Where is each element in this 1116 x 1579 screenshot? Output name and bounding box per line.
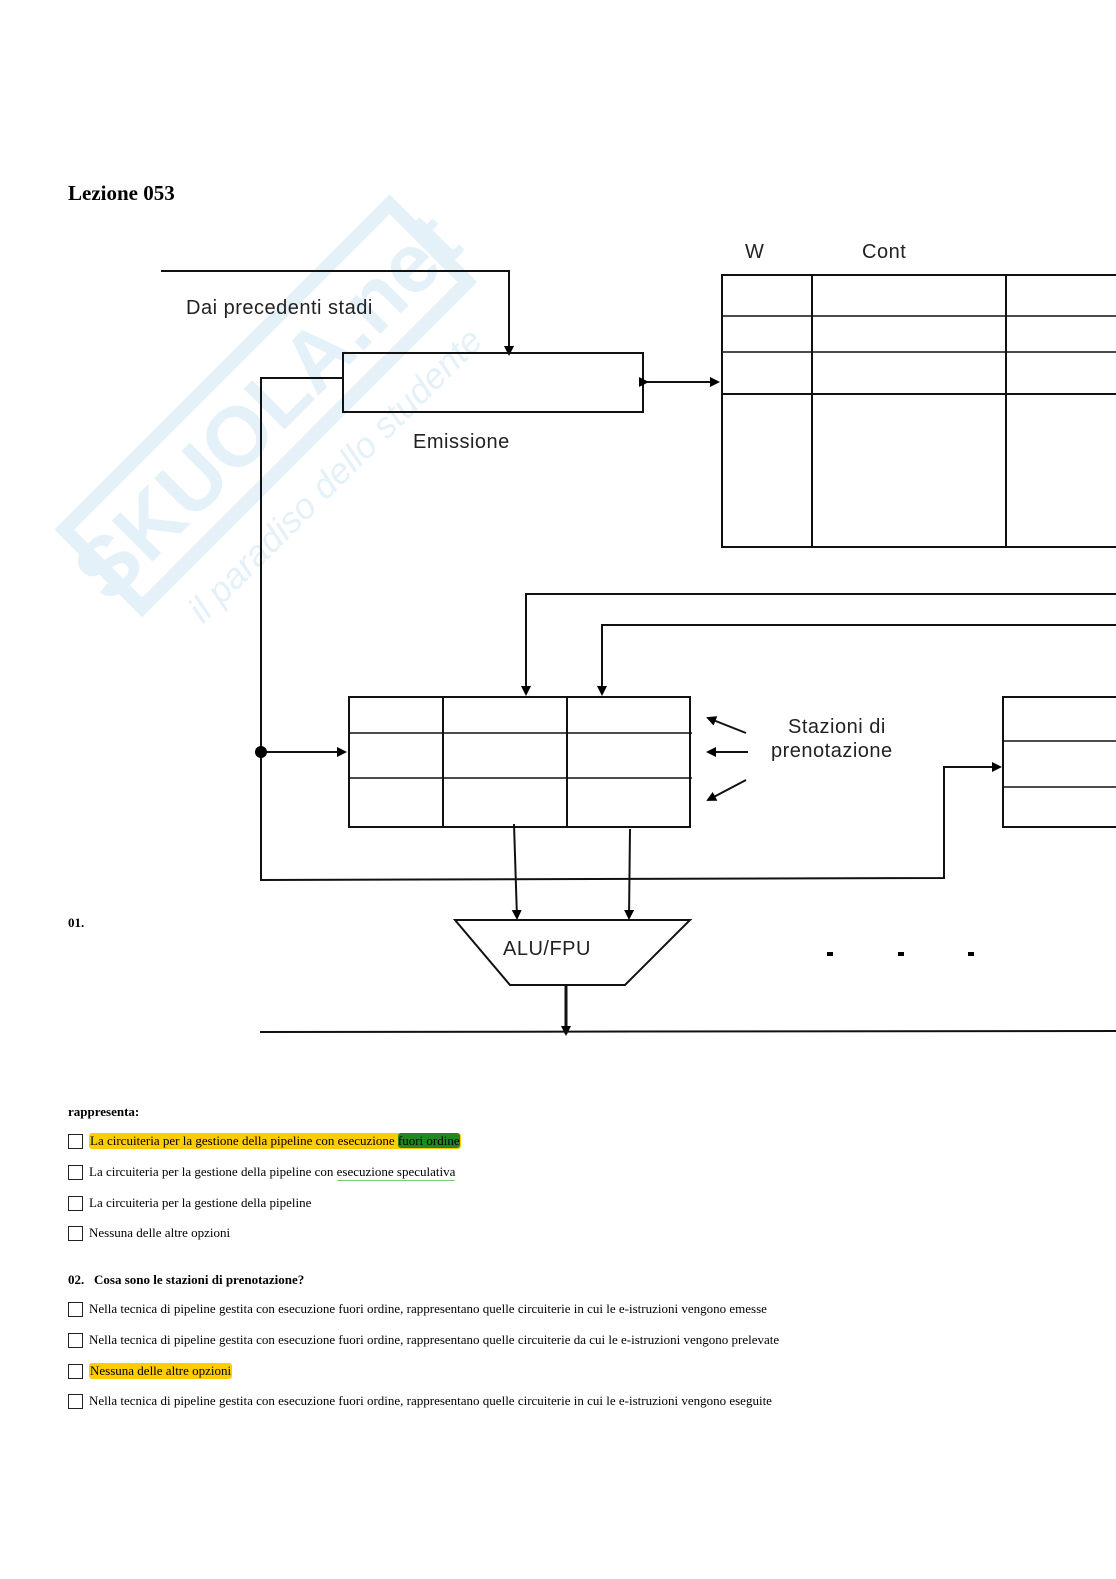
option-text: Nella tecnica di pipeline gestita con es… xyxy=(89,1301,767,1316)
lesson-title: Lezione 053 xyxy=(68,181,175,205)
option-link[interactable]: esecuzione speculativa xyxy=(336,1163,456,1181)
stations-label-1: Stazioni di xyxy=(788,716,886,738)
input-label: Dai precedenti stadi xyxy=(186,297,373,319)
checkbox[interactable] xyxy=(68,1363,83,1379)
option-text: Nella tecnica di pipeline gestita con es… xyxy=(89,1393,772,1408)
option-text: Nessuna delle altre opzioni xyxy=(89,1363,233,1379)
q1-option-2[interactable]: La circuiteria per la gestione della pip… xyxy=(68,1163,456,1181)
junction-dot xyxy=(255,746,267,758)
stations-label-2: prenotazione xyxy=(771,740,893,762)
col-w-label: W xyxy=(745,241,764,263)
issue-label: Emissione xyxy=(413,431,510,453)
alu-label: ALU/FPU xyxy=(503,938,591,960)
pipeline-diagram: SKUOLA.net il paradiso dello studente xyxy=(54,194,1116,1036)
question-2-header: 02. Cosa sono le stazioni di prenotazion… xyxy=(68,1272,305,1287)
q2-option-4[interactable]: Nella tecnica di pipeline gestita con es… xyxy=(68,1392,772,1410)
col-cont-label: Cont xyxy=(862,241,906,263)
checkbox[interactable] xyxy=(68,1164,83,1180)
option-text: La circuiteria per la gestione della pip… xyxy=(89,1164,337,1179)
q1-option-1[interactable]: La circuiteria per la gestione della pip… xyxy=(68,1132,461,1150)
q2-option-1[interactable]: Nella tecnica di pipeline gestita con es… xyxy=(68,1300,767,1318)
checkbox[interactable] xyxy=(68,1332,83,1348)
question-1-prompt: rappresenta: xyxy=(68,1104,140,1119)
checkbox[interactable] xyxy=(68,1301,83,1317)
option-text: Nessuna delle altre opzioni xyxy=(89,1225,231,1240)
checkbox[interactable] xyxy=(68,1225,83,1241)
watermark-logo: SKUOLA.net il paradiso dello studente xyxy=(54,194,490,630)
option-text: Nella tecnica di pipeline gestita con es… xyxy=(89,1332,780,1347)
question-1-number: 01. xyxy=(68,915,85,930)
q2-option-2[interactable]: Nella tecnica di pipeline gestita con es… xyxy=(68,1331,779,1349)
checkbox[interactable] xyxy=(68,1133,83,1149)
checkbox[interactable] xyxy=(68,1393,83,1409)
q1-option-3[interactable]: La circuiteria per la gestione della pip… xyxy=(68,1194,311,1212)
option-text: La circuiteria per la gestione della pip… xyxy=(89,1195,312,1210)
q2-option-3[interactable]: Nessuna delle altre opzioni xyxy=(68,1362,233,1380)
option-text: La circuiteria per la gestione della pip… xyxy=(89,1133,461,1149)
checkbox[interactable] xyxy=(68,1195,83,1211)
q1-option-4[interactable]: Nessuna delle altre opzioni xyxy=(68,1224,230,1242)
